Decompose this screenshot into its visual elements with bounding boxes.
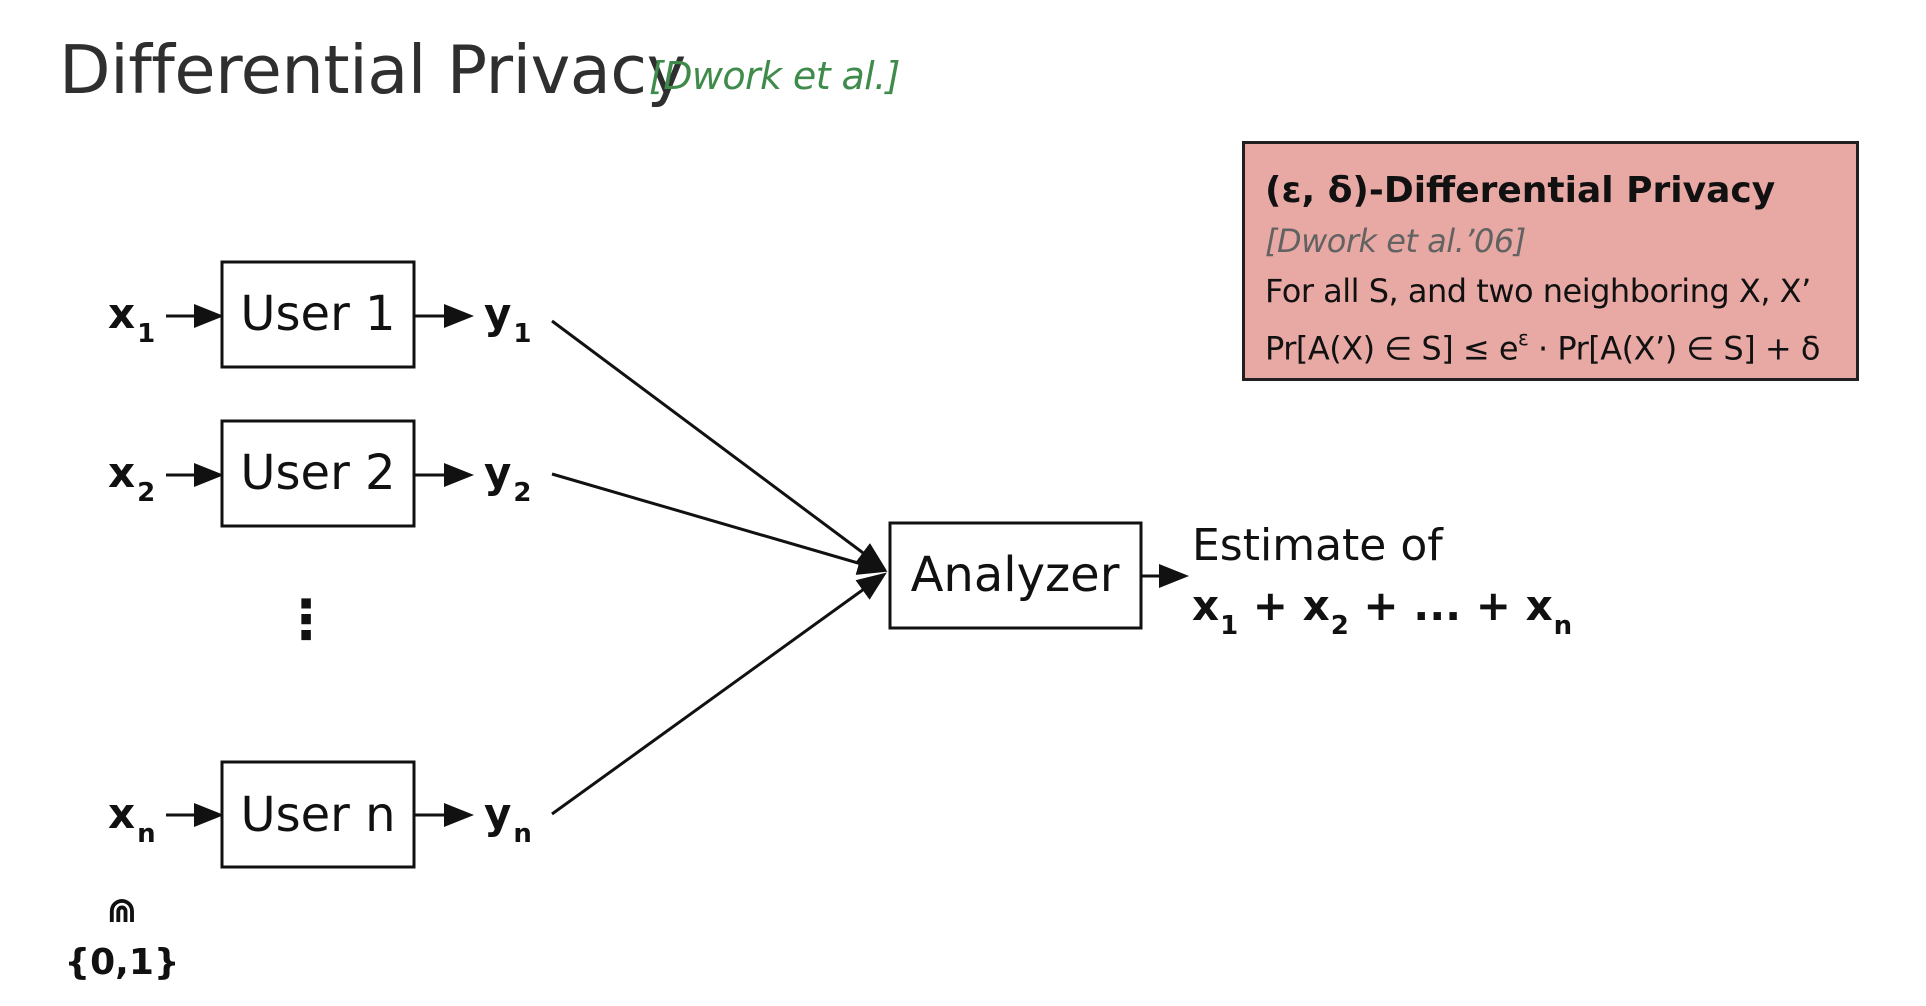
definition-line-1: For all S, and two neighboring X, X’ xyxy=(1265,272,1811,310)
input-x2: x2 xyxy=(108,448,155,508)
user-n-label: User n xyxy=(240,787,395,843)
membership-symbol: ⋒ xyxy=(107,890,137,931)
output-yn: yn xyxy=(484,789,532,849)
user-n-box xyxy=(220,760,416,869)
definition-line-2-suffix: · Pr[A(X’) ∈ S] + δ xyxy=(1528,329,1820,368)
analyzer-label: Analyzer xyxy=(911,547,1120,603)
output-y1: y1 xyxy=(484,289,531,349)
definition-citation: [Dwork et al.’06] xyxy=(1265,222,1526,260)
output-y2: y2 xyxy=(484,448,531,508)
user-2-label: User 2 xyxy=(240,445,395,501)
user-1-label: User 1 xyxy=(240,286,395,342)
arrow-yn-analyzer xyxy=(551,572,887,816)
user-ellipsis: ⋮ xyxy=(279,588,333,651)
input-x1: x1 xyxy=(108,289,155,349)
title-citation: [Dwork et al.] xyxy=(649,54,900,98)
definition-box: (ε, δ)-Differential Privacy [Dwork et al… xyxy=(1242,141,1859,381)
arrow-y1-analyzer xyxy=(551,319,887,571)
definition-exponent: ε xyxy=(1518,326,1529,350)
estimate-formula: x1 + x2 + ... + xn xyxy=(1192,581,1572,641)
analyzer-box xyxy=(888,521,1143,630)
input-domain-set: {0,1} xyxy=(64,942,179,983)
definition-line-2-prefix: Pr[A(X) ∈ S] ≤ e xyxy=(1265,329,1519,368)
estimate-label: Estimate of xyxy=(1192,520,1444,571)
slide-title: Differential Privacy xyxy=(59,31,686,109)
definition-line-2: Pr[A(X) ∈ S] ≤ eε · Pr[A(X’) ∈ S] + δ xyxy=(1265,316,1836,374)
input-xn: xn xyxy=(108,789,156,849)
arrow-y2-analyzer xyxy=(551,472,888,575)
definition-heading: (ε, δ)-Differential Privacy xyxy=(1265,170,1776,211)
